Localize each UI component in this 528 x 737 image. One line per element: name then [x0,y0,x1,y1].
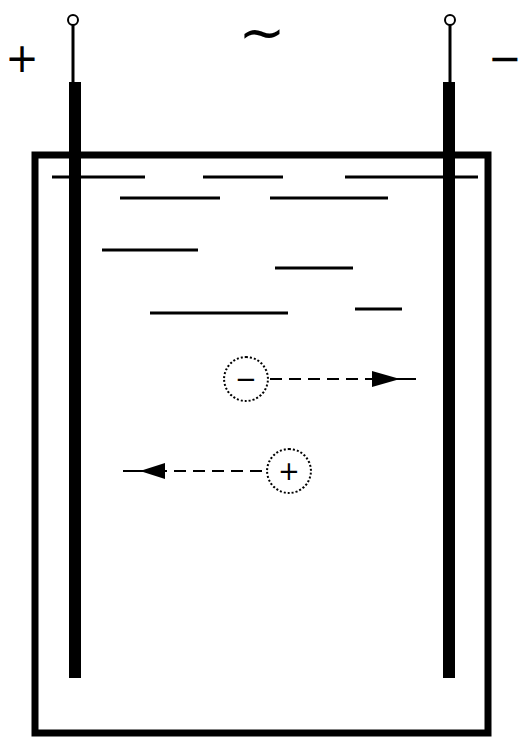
ion-path [123,470,145,472]
wire [449,25,452,82]
vessel [35,155,488,733]
terminal [445,15,455,25]
cathode [443,82,455,678]
polarity-sign: − [488,38,522,78]
ion-path [160,470,262,472]
cation-circle: + [266,448,312,494]
ac-symbol: ~ [239,4,286,60]
wire [72,25,75,82]
terminal [68,15,78,25]
ion-path [270,378,380,380]
polarity-sign: + [5,38,39,78]
ion-sign: + [278,458,300,484]
anion-circle: − [223,356,269,402]
liquid-surface [52,177,478,313]
anode [69,82,81,678]
ion-sign: − [235,366,257,392]
ion-path [384,378,416,380]
